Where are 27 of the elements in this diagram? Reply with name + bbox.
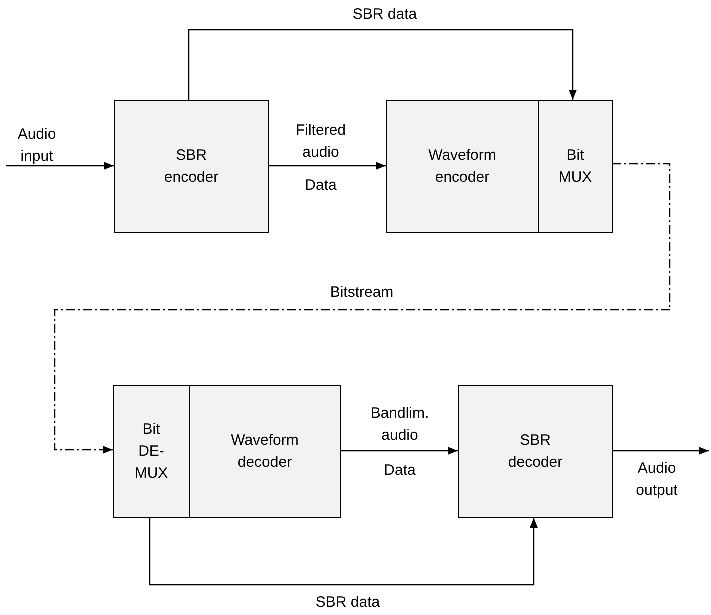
arrow (340, 447, 458, 455)
arrow (188, 29, 577, 100)
arrow (149, 518, 538, 586)
process-box (189, 385, 341, 518)
arrow (268, 162, 386, 170)
edge-label: Filtered audio (294, 121, 348, 163)
arrow (612, 447, 709, 455)
box-label: SBR decoder (508, 430, 563, 472)
signal-label: Data (383, 461, 417, 481)
box-label: Waveform decoder (231, 430, 299, 472)
edge-label: Bandlim. audio (370, 404, 430, 446)
edge-label: Audio input (16, 125, 58, 167)
process-box (114, 100, 269, 233)
edge-label: SBR data (314, 593, 382, 613)
box-label: Waveform encoder (428, 146, 496, 188)
process-box (386, 100, 539, 233)
box-label: Bit MUX (558, 146, 592, 188)
edge-label: SBR data (352, 5, 418, 25)
process-box (458, 385, 613, 518)
edge-label: Audio output (635, 459, 679, 501)
edge-label: Bitstream (329, 283, 395, 303)
box-label: Bit DE-MUX (134, 420, 168, 484)
arrow (6, 162, 114, 170)
box-label: SBR encoder (164, 146, 219, 188)
signal-label: Data (304, 176, 338, 196)
process-box (113, 385, 190, 518)
process-box (538, 100, 613, 233)
